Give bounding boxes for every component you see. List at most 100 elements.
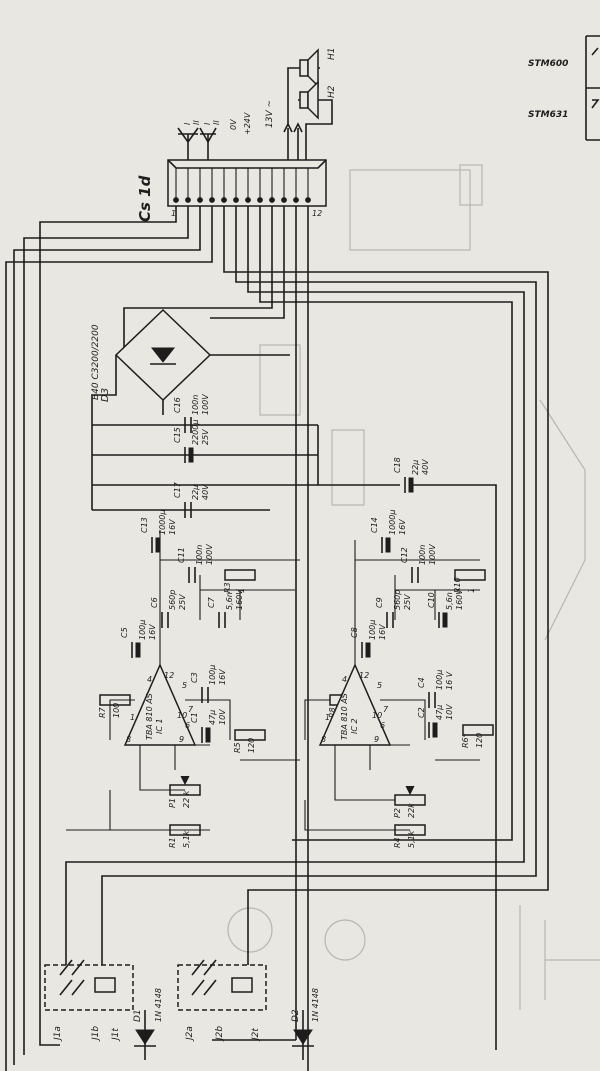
jack-j1a-label: J1a	[53, 1026, 63, 1042]
pot-p1-wiper	[180, 775, 190, 786]
jack-j1t-label: J1t	[111, 1028, 121, 1042]
resistor-r5-value: 120	[247, 738, 256, 753]
connector-pin-dot	[269, 197, 275, 203]
supply-caps	[92, 424, 497, 1050]
jack-j1: J1a J1b J1t	[44, 959, 134, 1042]
supply-label-3: I	[203, 122, 212, 125]
supply-ac-label: 13V ~	[265, 100, 275, 128]
capacitor-c13-value: 1000µ	[158, 510, 167, 535]
connector-pin-dot	[221, 197, 227, 203]
resistor-r3	[224, 569, 256, 581]
ic2-pin-9: 9	[374, 735, 379, 744]
capacitor-c6-value: 560p	[168, 590, 177, 610]
connector-pin-dot	[257, 197, 263, 203]
ic2-pin-4: 4	[342, 675, 347, 684]
ic2-pin-7: 7	[383, 705, 389, 714]
ic2-amplifier: TBA 810 AS IC 2	[318, 663, 392, 746]
capacitor-c18	[404, 477, 414, 493]
capacitor-c15-name: C15	[173, 427, 182, 443]
capacitor-c7-name: C7	[207, 596, 216, 608]
capacitor-c17-value: 22µ	[191, 485, 200, 500]
capacitor-c15-value: 2200µ	[191, 420, 200, 445]
ic1-pin-9: 9	[179, 735, 184, 744]
speaker-h1-label: H1	[327, 48, 337, 61]
capacitor-c2-name: C2	[417, 707, 426, 718]
resistor-r5-name: R5	[233, 742, 242, 753]
capacitor-c13-name: C13	[140, 517, 149, 533]
resistor-p2-name: P2	[393, 808, 402, 818]
connector-pin-dot	[185, 197, 191, 203]
capacitor-c14	[381, 537, 391, 553]
capacitor-c13	[151, 537, 161, 553]
ic1-type-label: TBA 810 AS	[145, 693, 154, 740]
capacitor-c11-name: C11	[177, 547, 186, 563]
resistor-r10	[454, 569, 486, 581]
capacitor-c3-value: 100µ	[208, 665, 217, 685]
diode-d2-label: D2	[291, 1009, 301, 1022]
bridge-rectifier-d3: D3 B40 C3200/2200	[91, 308, 290, 510]
resistor-r7-value: 100	[112, 703, 121, 718]
capacitor-c4	[428, 692, 436, 708]
capacitor-c8-voltage: 16V	[378, 624, 387, 640]
capacitor-c1-value: 47µ	[208, 710, 217, 725]
capacitor-c5-name: C5	[120, 627, 129, 638]
local-wiring	[66, 530, 480, 831]
speaker-h2-body	[299, 91, 309, 109]
capacitor-c4-value: 100µ	[435, 670, 444, 690]
connector-label: Cs 1d	[136, 175, 154, 222]
ic1-pin-4: 4	[147, 675, 152, 684]
resistor-p2-value: 22k	[407, 803, 416, 818]
ic1-pin-6: 6	[185, 721, 190, 730]
capacitor-c16-voltage: 100V	[201, 394, 210, 415]
ic1-pin-5: 5	[182, 681, 187, 690]
capacitor-c18-voltage: 40V	[421, 459, 430, 475]
background-ghost-drawing	[227, 164, 600, 1010]
diode-d1: D1 1N 4148	[133, 988, 163, 1060]
jack-j2b-label: J2b	[215, 1026, 225, 1042]
speaker-h2-label: H2	[327, 85, 337, 98]
capacitor-c10-value: 5,6n	[445, 592, 454, 610]
ic1-pin-10: 10	[177, 711, 187, 720]
jack-j1b-label: J1b	[91, 1026, 101, 1042]
capacitor-c12	[411, 567, 419, 583]
ic2-pin-8: 8	[321, 735, 326, 744]
model-label-top: STM600	[528, 59, 568, 69]
capacitor-c7	[218, 612, 226, 628]
diode-d2: D2 1N 4148	[291, 988, 320, 1060]
capacitor-c4-voltage: 16 V	[445, 671, 454, 690]
capacitor-c9	[386, 612, 394, 628]
ic1-pin-8: 8	[126, 735, 131, 744]
capacitor-c2-voltage: 10V	[445, 704, 454, 720]
ic1-label: IC 1	[155, 718, 164, 734]
bridge-label: D3	[100, 388, 111, 402]
capacitor-c14-voltage: 16V	[398, 519, 407, 535]
resistor-r6-value: 120	[475, 733, 484, 748]
connector-pin-dot	[197, 197, 203, 203]
connector-pin-dot	[245, 197, 251, 203]
capacitor-c5-value: 100µ	[138, 620, 147, 640]
supply-label-2: II	[192, 120, 201, 125]
capacitor-c4-name: C4	[417, 677, 426, 688]
capacitor-c16-value: 100n	[191, 395, 200, 415]
ic2-label: IC 2	[350, 718, 359, 734]
connector-pin-dot	[173, 197, 179, 203]
connector-pin-dot	[209, 197, 215, 203]
diode-d1-type: 1N 4148	[154, 988, 163, 1022]
ic1-pin-12: 12	[164, 671, 174, 680]
connector-pin-dot	[233, 197, 239, 203]
resistor-p1-name: P1	[168, 798, 177, 808]
speaker-h2-cone	[307, 80, 319, 120]
connector-pin-dot	[305, 197, 311, 203]
capacitor-c11-value: 100n	[195, 545, 204, 565]
model-frame: STM600 STM631	[528, 35, 600, 141]
connector-pin-dot	[281, 197, 287, 203]
ic1-amplifier: TBA 810 AS IC 1	[123, 663, 197, 746]
supply-label-24v: +24V	[243, 112, 252, 135]
bridge-type-label: B40 C3200/2200	[91, 324, 101, 400]
capacitor-c16	[184, 417, 192, 433]
resistor-r6-name: R6*	[461, 733, 470, 748]
capacitor-c12-voltage: 100V	[428, 544, 437, 565]
jack-j2a-label: J2a	[185, 1026, 195, 1042]
resistor-r7-name: R7	[98, 706, 107, 718]
capacitor-c15-voltage: 25V	[201, 429, 210, 445]
